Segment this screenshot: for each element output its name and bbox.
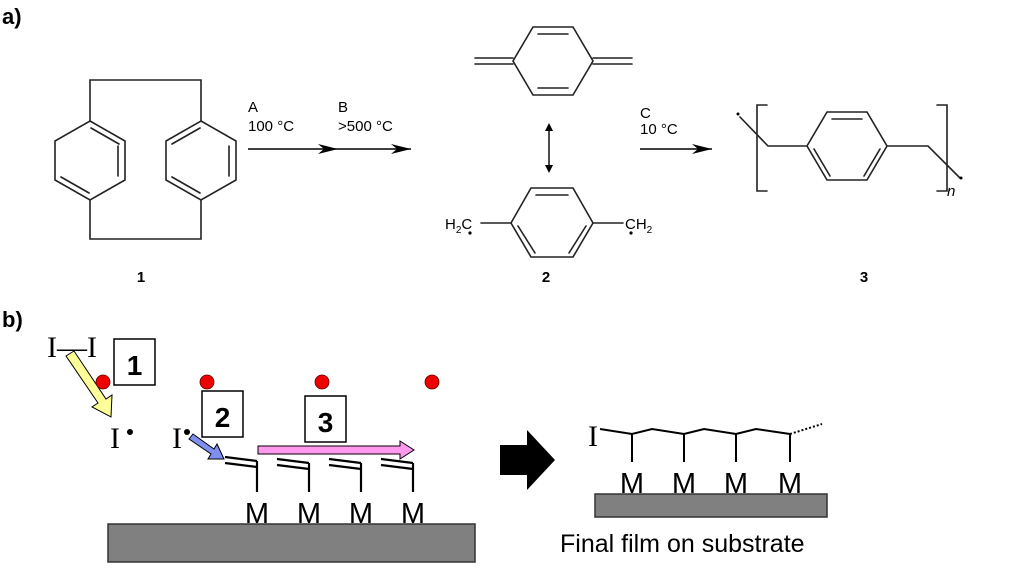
final-film-caption: Final film on substrate [560,530,805,558]
step-3-box [304,395,347,443]
left-methylene-radical: H2C [445,216,472,236]
right-bracket [936,104,948,192]
iodine-radical-2: I [172,422,182,455]
iodine-radical-1: I [110,422,120,455]
step-a-letter: A [248,99,258,116]
step-a-condition: 100 °C [248,118,294,135]
panel-a-label: a) [2,4,22,29]
iodine-radical-2-dot [184,429,190,435]
left-benzene-ring [54,120,126,201]
right-benzene-ring [165,120,237,201]
chain-continuation [789,423,823,435]
step-2-box [201,390,244,438]
iodine-radical-1-dot [127,429,133,435]
vinyl-monomer-1 [224,455,259,492]
right-methylene-radical: CH2 [625,216,653,236]
vinyl-monomer-2 [276,457,311,492]
step-1-number: 1 [127,350,143,381]
radical-indicator-4 [424,374,440,390]
transition-arrow [500,430,555,490]
compound-3-parylene [736,104,963,192]
compound-1-label: 1 [137,269,145,286]
compound-3-label: 3 [860,269,868,286]
compound-2-label: 2 [542,269,550,286]
left-bracket [756,104,768,192]
bottom-ethylene-bridge [89,199,202,240]
compound-2-diradical-form [480,187,624,258]
substrate-initial [107,523,476,563]
chain-end-dot-left [736,112,740,116]
step-c-letter: C [640,105,651,122]
substrate-final [594,493,828,518]
final-polymer-backbone [599,427,791,436]
step-2-number: 2 [215,402,231,433]
propagation-arrow [257,440,415,460]
panel-b-label: b) [2,307,23,332]
radical-dot-right [629,231,633,235]
compound-1-paracyclophane [54,79,237,240]
radical-indicator-2 [199,374,215,390]
vinyl-monomer-4 [380,457,415,492]
step-1-box [113,338,156,386]
step-b-condition: >500 °C [338,118,393,135]
radical-indicator-3 [314,374,330,390]
vinyl-monomer-3 [328,457,363,492]
radical-dot-left [468,231,472,235]
top-ethylene-bridge [89,79,202,122]
final-chain-initiator: I [588,420,598,453]
step-c-condition: 10 °C [640,121,678,138]
repeat-unit-subscript: n [947,183,955,200]
step-3-number: 3 [318,407,334,438]
radical-indicator-1 [95,374,111,390]
compound-2-quinoid-form [474,26,633,96]
step-b-letter: B [338,99,348,116]
chain-end-dot-right [959,176,963,180]
initiation-arrow [65,350,113,418]
addition-arrow [188,433,225,460]
